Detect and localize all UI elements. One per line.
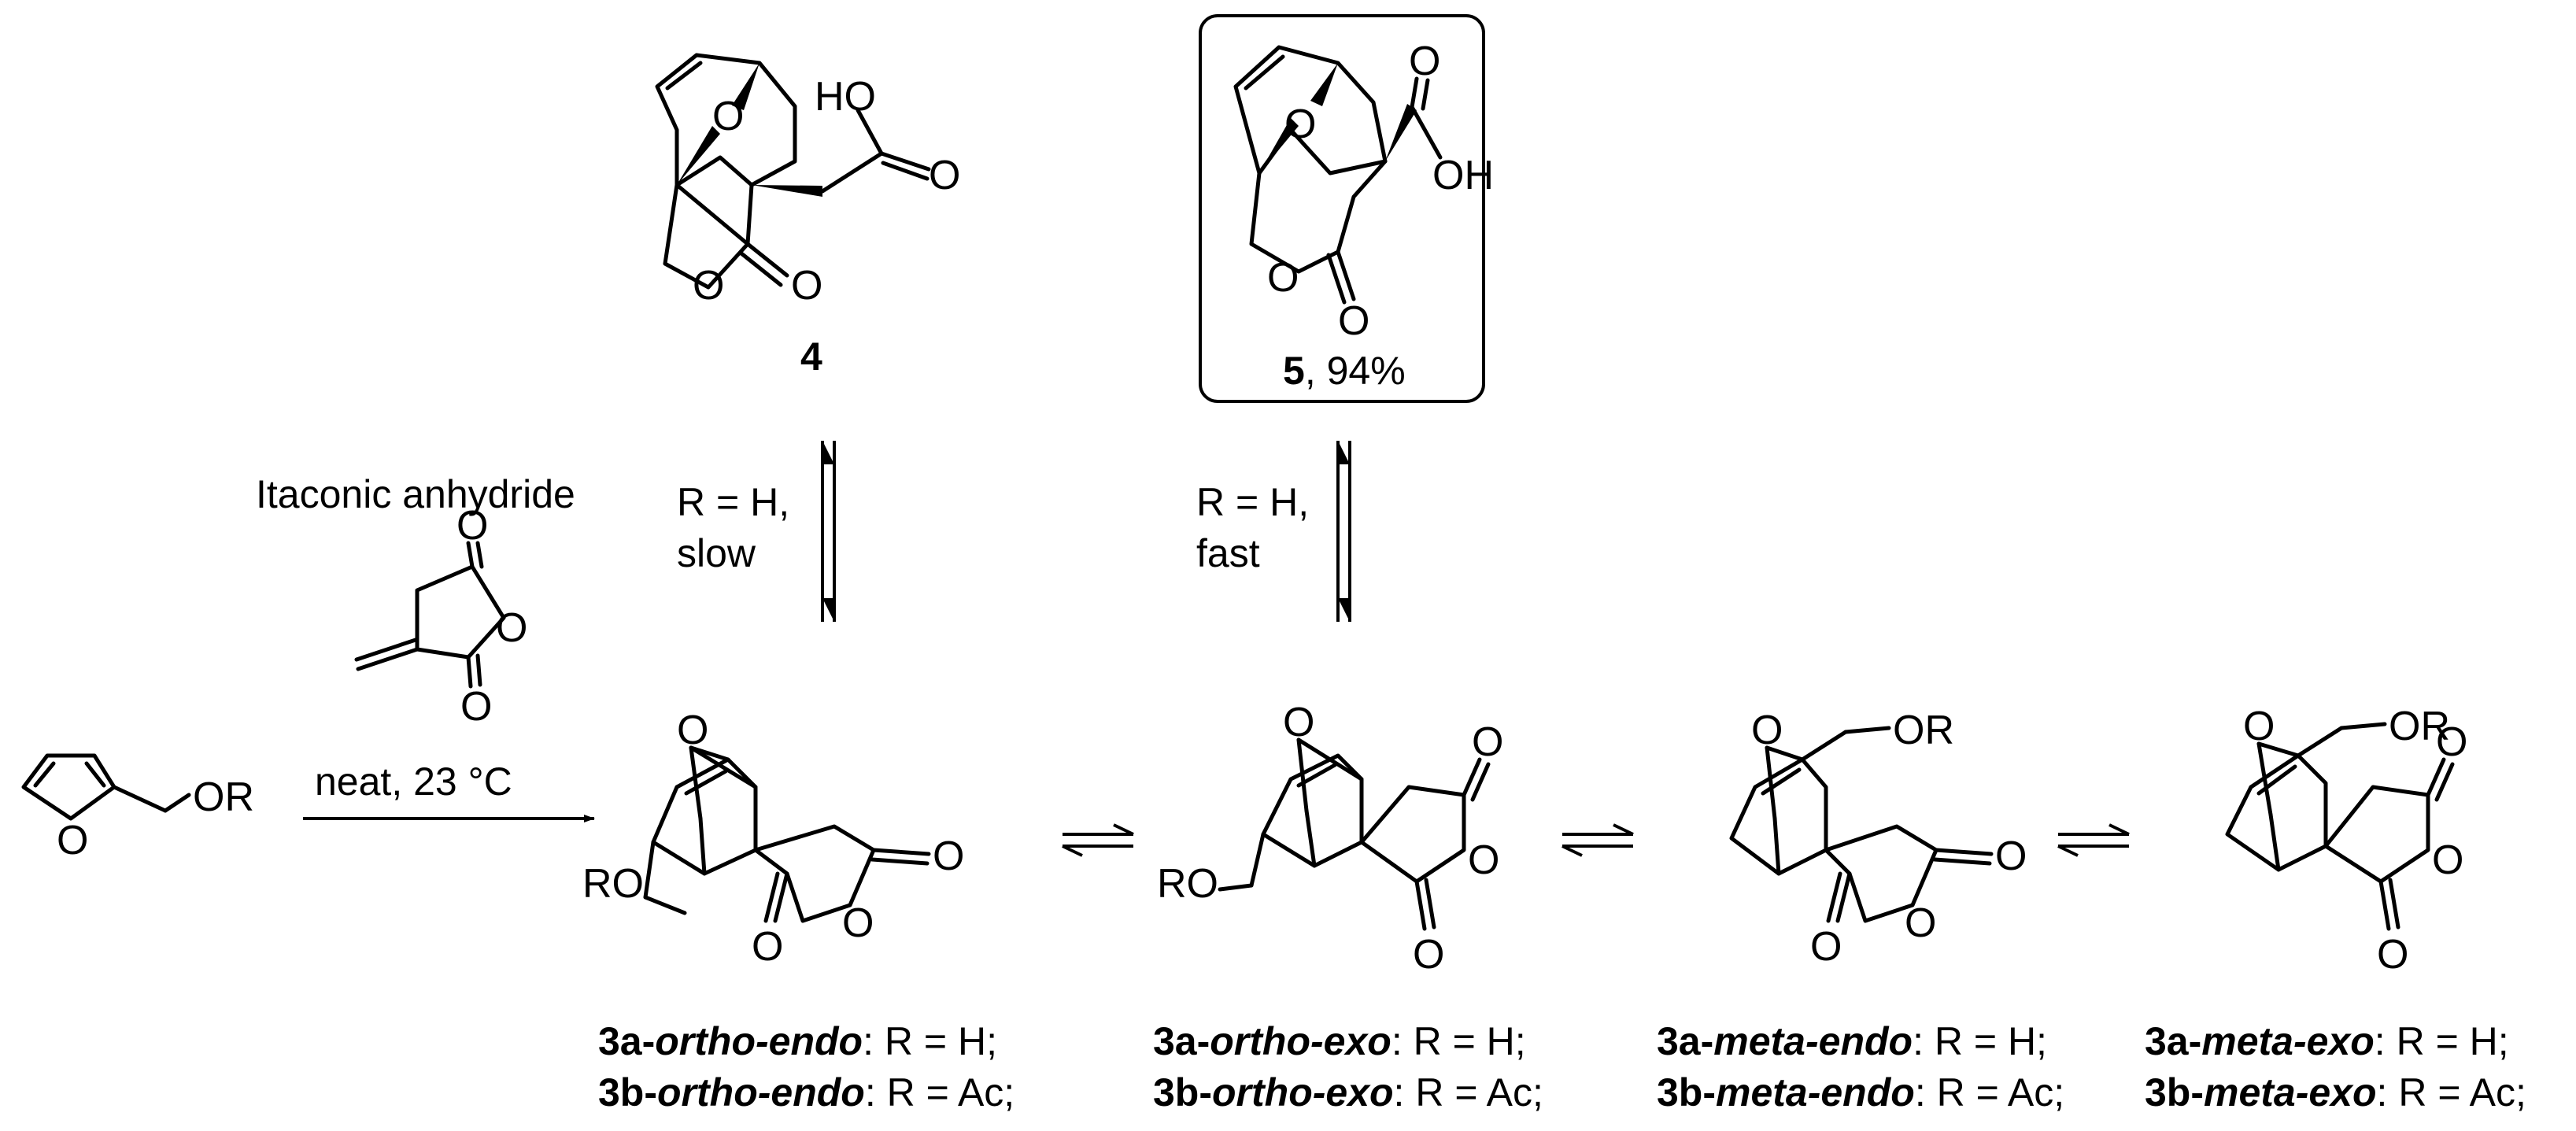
atom-o: O (2377, 932, 2408, 978)
atom-o: O (2436, 719, 2467, 765)
atom-o: O (712, 94, 744, 139)
ortho-endo-structure: O O O O RO (582, 708, 964, 970)
atom-ho: HO (815, 74, 876, 120)
atom-ro: RO (582, 861, 644, 907)
atom-o: O (933, 833, 964, 879)
compound-5-label: 5, 94% (1283, 349, 1406, 393)
atom-o: O (456, 503, 488, 549)
reagent-name: Itaconic anhydride (256, 472, 575, 516)
atom-o: O (1468, 837, 1499, 883)
compound-5-number: 5 (1283, 349, 1305, 393)
atom-o: O (1267, 255, 1299, 301)
equilibrium-arrow-left (821, 441, 836, 622)
compound-4-structure: O HO O O O (655, 53, 960, 309)
equilibrium-arrow-2 (1561, 823, 1634, 857)
atom-or: OR (193, 774, 254, 820)
ortho-exo-structure: O O O O RO (1157, 700, 1503, 978)
atom-o: O (677, 708, 708, 753)
atom-o: O (1409, 39, 1440, 84)
atom-or: OR (2389, 704, 2450, 749)
svg-text:3b-ortho-exo: R = Ac;: 3b-ortho-exo: R = Ac; (1153, 1070, 1543, 1114)
meta-endo-structure: O OR O O O (1729, 708, 2027, 970)
atom-o: O (2432, 837, 2463, 883)
compound-5-box (1199, 14, 1485, 403)
atom-o: O (929, 153, 960, 198)
arrow-left-condition: R = H, (677, 480, 789, 524)
atom-o: O (752, 924, 783, 970)
product-caption-meta-exo: 3a-meta-exo: R = H; 3b-meta-exo: R = Ac; (2145, 1019, 2526, 1114)
atom-o: O (496, 605, 527, 651)
arrow-right-condition: R = H, (1196, 480, 1309, 524)
atom-o: O (1995, 833, 2027, 879)
compound-5-structure: O O OH O O (1233, 39, 1494, 344)
atom-o: O (1472, 719, 1503, 765)
svg-text:3b-meta-exo: R = Ac;: 3b-meta-exo: R = Ac; (2145, 1070, 2526, 1114)
svg-text:3b-meta-endo: R = Ac;: 3b-meta-endo: R = Ac; (1657, 1070, 2064, 1114)
furfuryl-furan-structure: O OR (21, 753, 254, 863)
compound-5-yield: , 94% (1305, 349, 1406, 393)
atom-o: O (842, 900, 874, 946)
atom-o: O (2243, 704, 2275, 749)
equilibrium-arrow-right (1336, 441, 1351, 622)
atom-o: O (1810, 924, 1842, 970)
atom-o: O (460, 684, 492, 730)
equilibrium-arrow-1 (1062, 823, 1134, 857)
svg-text:3b-ortho-endo: R = Ac;: 3b-ortho-endo: R = Ac; (598, 1070, 1015, 1114)
product-caption-ortho-endo: 3a-ortho-endo: R = H; 3b-ortho-endo: R =… (598, 1019, 1015, 1114)
atom-o: O (1413, 932, 1444, 978)
product-caption-ortho-exo: 3a-ortho-exo: R = H; 3b-ortho-exo: R = A… (1153, 1019, 1543, 1114)
arrow-left-rate: slow (677, 531, 756, 575)
svg-text:3a-ortho-endo: R = H;: 3a-ortho-endo: R = H; (598, 1019, 997, 1063)
atom-oh: OH (1432, 153, 1494, 198)
itaconic-anhydride-structure: O O O (354, 503, 527, 730)
arrow-right-rate: fast (1196, 531, 1260, 575)
atom-o: O (693, 263, 724, 309)
svg-text:3a-meta-exo: R = H;: 3a-meta-exo: R = H; (2145, 1019, 2509, 1063)
atom-o: O (57, 818, 88, 863)
atom-ro: RO (1157, 861, 1218, 907)
product-caption-meta-endo: 3a-meta-endo: R = H; 3b-meta-endo: R = A… (1657, 1019, 2064, 1114)
atom-o: O (1284, 102, 1316, 147)
svg-text:3a-meta-endo: R = H;: 3a-meta-endo: R = H; (1657, 1019, 2047, 1063)
svg-text:3a-ortho-exo: R = H;: 3a-ortho-exo: R = H; (1153, 1019, 1526, 1063)
atom-or: OR (1893, 708, 1954, 753)
atom-o: O (1338, 298, 1369, 344)
equilibrium-arrow-3 (2057, 823, 2130, 857)
atom-o: O (1905, 900, 1936, 946)
compound-4-label: 4 (800, 334, 822, 379)
atom-o: O (1751, 708, 1783, 753)
meta-exo-structure: O OR O O O (2225, 704, 2467, 978)
atom-o: O (791, 263, 822, 309)
reagent-conditions: neat, 23 °C (315, 760, 512, 804)
atom-o: O (1283, 700, 1314, 745)
